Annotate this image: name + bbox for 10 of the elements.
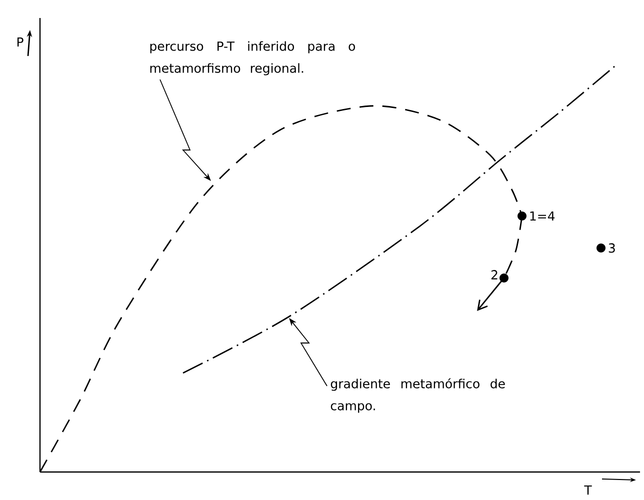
data-point [596, 244, 606, 252]
axis-label: T [584, 485, 592, 495]
point-label: 1=4 [530, 211, 555, 221]
data-point [518, 212, 526, 220]
data-point [500, 274, 508, 282]
annotation-text: gradiente metamórfico de campo. [330, 378, 505, 413]
point-label: 2 [491, 270, 498, 280]
axis-label: P [17, 37, 24, 47]
annotation-text: percurso P-T inferido para o metamorfismo regional. [150, 41, 356, 76]
point-label: 3 [608, 243, 615, 253]
